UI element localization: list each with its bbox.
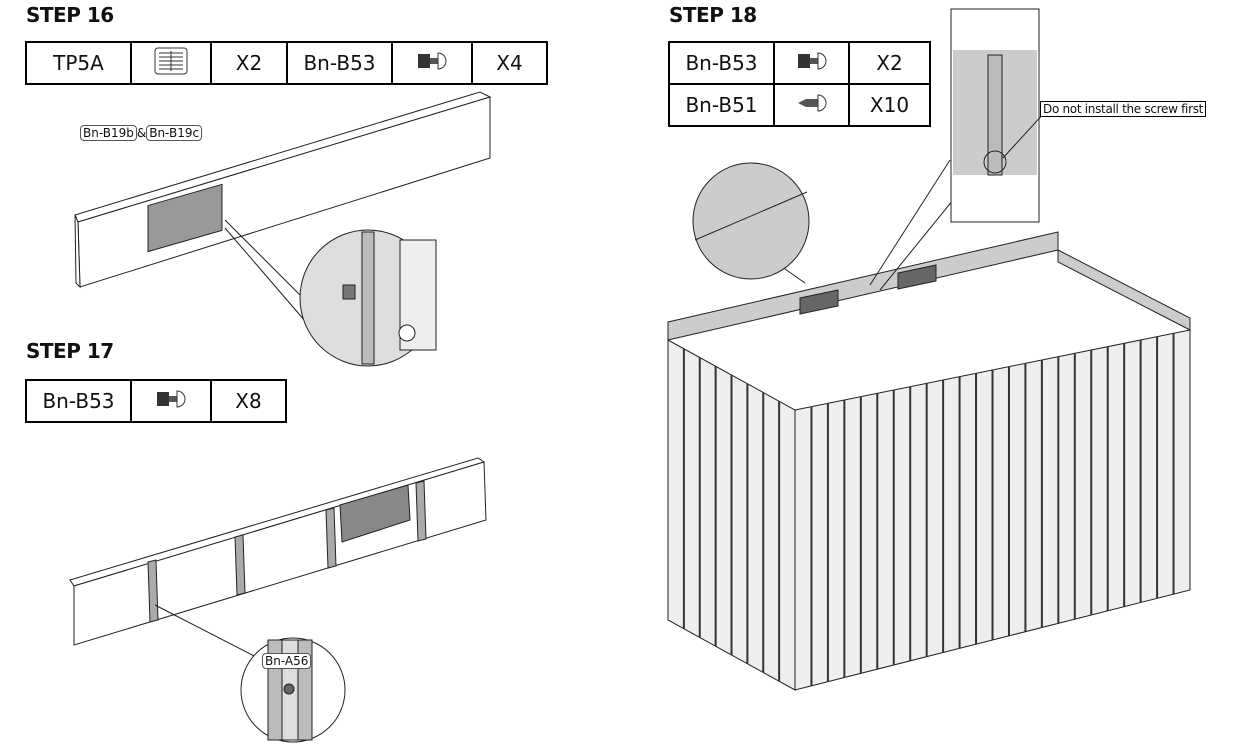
part-code: Bn-B53 (286, 41, 393, 85)
part-qty: X2 (848, 41, 931, 85)
step16-title: STEP 16 (26, 3, 114, 27)
step16-parts-table: TP5A X2 Bn-B53 X4 (25, 41, 548, 85)
part-label: Bn-B19b (80, 125, 137, 141)
part-code: Bn-B51 (668, 83, 775, 127)
ampersand: & (136, 126, 147, 140)
shed-frame-illustration (667, 8, 1191, 691)
part-qty: X8 (210, 379, 287, 423)
part-label: Bn-A56 (262, 653, 312, 669)
part-labels: Bn-B19b&Bn-B19c (80, 125, 203, 141)
vent-icon (130, 41, 212, 85)
part-qty: X4 (471, 41, 548, 85)
step18-title: STEP 18 (669, 3, 757, 27)
part-code: Bn-B53 (668, 41, 775, 85)
step17-parts-table: Bn-B53 X8 (25, 379, 287, 423)
step18-parts-table: Bn-B53 X2 Bn-B51 X10 (668, 41, 931, 127)
step17-title: STEP 17 (26, 339, 114, 363)
table-row: Bn-B53 X8 (25, 379, 287, 423)
bolt-nut-icon (130, 379, 212, 423)
step16-board-illustration (74, 91, 492, 367)
part-label: Bn-B19c (146, 125, 203, 141)
bolt-nut-icon (391, 41, 473, 85)
table-row: Bn-B51 X10 (668, 83, 931, 127)
step17-board-illustration (69, 457, 487, 743)
warning-note: Do not install the screw first (1040, 101, 1207, 117)
part-code: TP5A (25, 41, 132, 85)
self-tapping-screw-icon (773, 83, 850, 127)
part-qty: X10 (848, 83, 931, 127)
part-qty: X2 (210, 41, 288, 85)
part-code: Bn-B53 (25, 379, 132, 423)
bolt-nut-icon (773, 41, 850, 85)
table-row: Bn-B53 X2 (668, 41, 931, 85)
table-row: TP5A X2 Bn-B53 X4 (25, 41, 548, 85)
